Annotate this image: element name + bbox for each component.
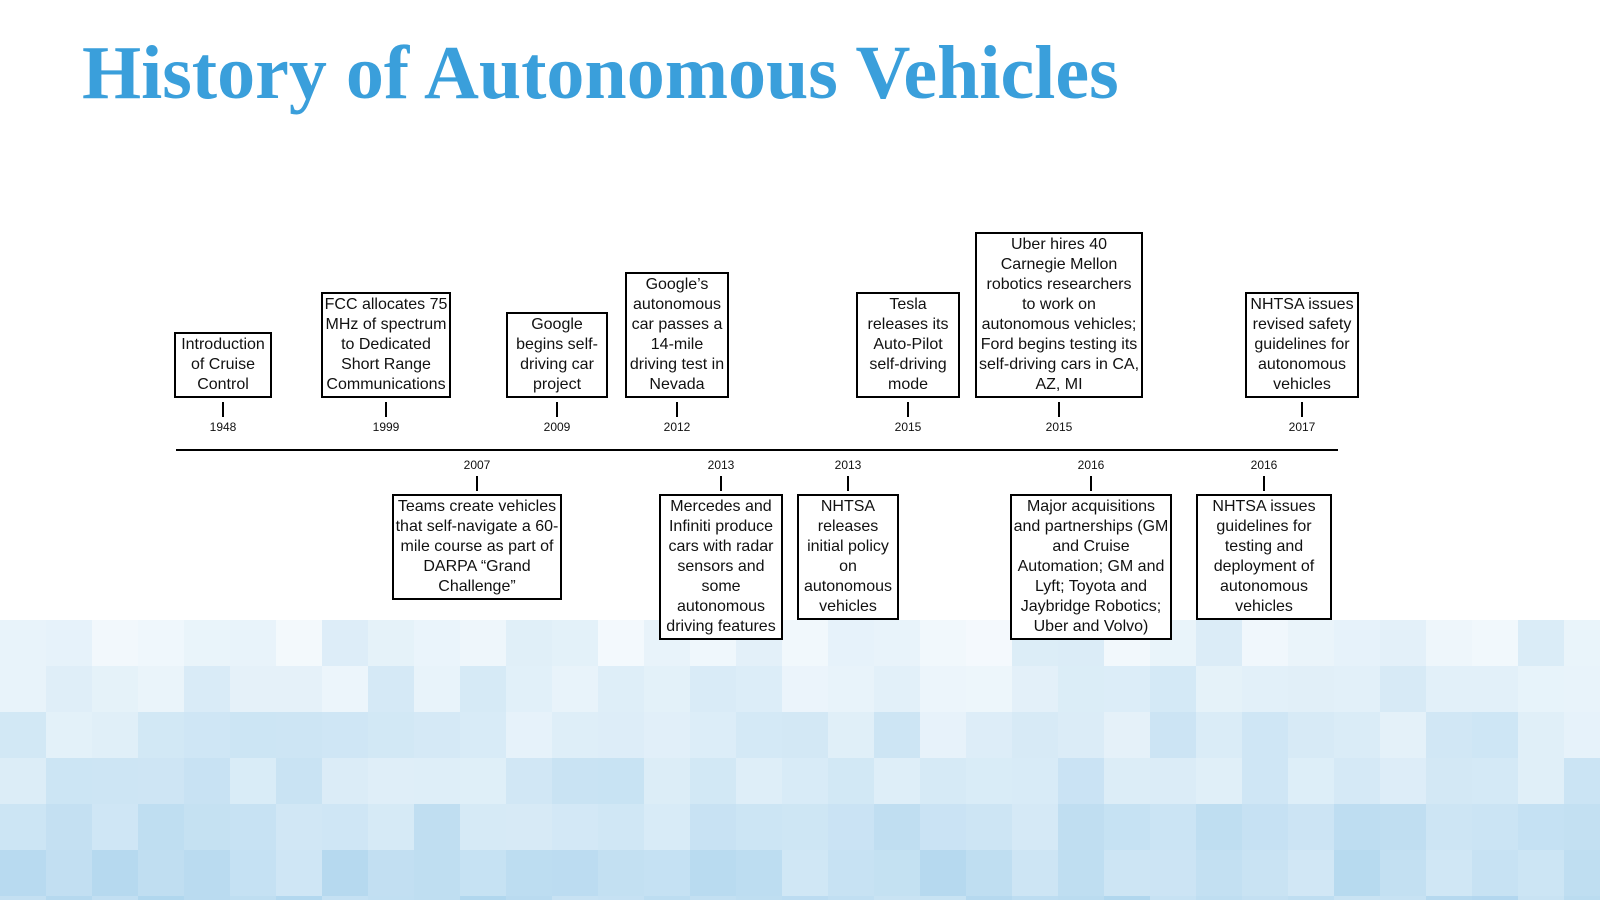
event-year: 2013 xyxy=(707,458,735,472)
event-tick xyxy=(676,402,678,417)
event-year: 1948 xyxy=(209,420,237,434)
event-box: NHTSA issues revised safety guidelines f… xyxy=(1245,292,1359,398)
event-tick xyxy=(1090,476,1092,491)
event-tick xyxy=(847,476,849,491)
timeline-event-2013-nhtsa: 2013 NHTSA releases initial policy on au… xyxy=(797,458,899,620)
timeline-event-2016-acquisitions: 2016 Major acquisitions and partnerships… xyxy=(1010,458,1172,640)
event-year: 2016 xyxy=(1077,458,1105,472)
event-year: 2012 xyxy=(663,420,691,434)
event-tick xyxy=(1058,402,1060,417)
timeline-event-2015-uber: Uber hires 40 Carnegie Mellon robotics r… xyxy=(975,232,1143,434)
event-box: NHTSA releases initial policy on autonom… xyxy=(797,494,899,620)
timeline-event-1999: FCC allocates 75 MHz of spectrum to Dedi… xyxy=(321,292,451,434)
event-year: 2015 xyxy=(1045,420,1073,434)
event-tick xyxy=(385,402,387,417)
event-year: 2015 xyxy=(894,420,922,434)
event-tick xyxy=(476,476,478,491)
timeline-event-2012: Google’s autonomous car passes a 14-mile… xyxy=(625,272,729,434)
event-box: Google begins self-driving car project xyxy=(506,312,608,398)
event-box: FCC allocates 75 MHz of spectrum to Dedi… xyxy=(321,292,451,398)
timeline-event-2007: 2007 Teams create vehicles that self-nav… xyxy=(392,458,562,600)
event-year: 2009 xyxy=(543,420,571,434)
page-title: History of Autonomous Vehicles xyxy=(82,31,1119,115)
event-year: 2017 xyxy=(1288,420,1316,434)
event-box: Uber hires 40 Carnegie Mellon robotics r… xyxy=(975,232,1143,398)
event-tick xyxy=(720,476,722,491)
timeline-event-1948: Introduction of Cruise Control 1948 xyxy=(174,332,272,434)
event-year: 2007 xyxy=(463,458,491,472)
event-tick xyxy=(1263,476,1265,491)
timeline-event-2015-tesla: Tesla releases its Auto-Pilot self-drivi… xyxy=(856,292,960,434)
event-box: Tesla releases its Auto-Pilot self-drivi… xyxy=(856,292,960,398)
event-year: 1999 xyxy=(372,420,400,434)
event-box: Major acquisitions and partnerships (GM … xyxy=(1010,494,1172,640)
event-tick xyxy=(556,402,558,417)
event-box: Mercedes and Infiniti produce cars with … xyxy=(659,494,783,640)
event-box: Google’s autonomous car passes a 14-mile… xyxy=(625,272,729,398)
timeline-event-2013-mercedes: 2013 Mercedes and Infiniti produce cars … xyxy=(659,458,783,640)
event-box: Introduction of Cruise Control xyxy=(174,332,272,398)
timeline-event-2017: NHTSA issues revised safety guidelines f… xyxy=(1245,292,1359,434)
timeline-event-2016-nhtsa: 2016 NHTSA issues guidelines for testing… xyxy=(1196,458,1332,620)
event-year: 2013 xyxy=(834,458,862,472)
event-box: Teams create vehicles that self-navigate… xyxy=(392,494,562,600)
event-tick xyxy=(1301,402,1303,417)
event-tick xyxy=(907,402,909,417)
timeline-event-2009: Google begins self-driving car project 2… xyxy=(506,312,608,434)
event-tick xyxy=(222,402,224,417)
timeline-axis xyxy=(176,449,1338,451)
event-box: NHTSA issues guidelines for testing and … xyxy=(1196,494,1332,620)
event-year: 2016 xyxy=(1250,458,1278,472)
